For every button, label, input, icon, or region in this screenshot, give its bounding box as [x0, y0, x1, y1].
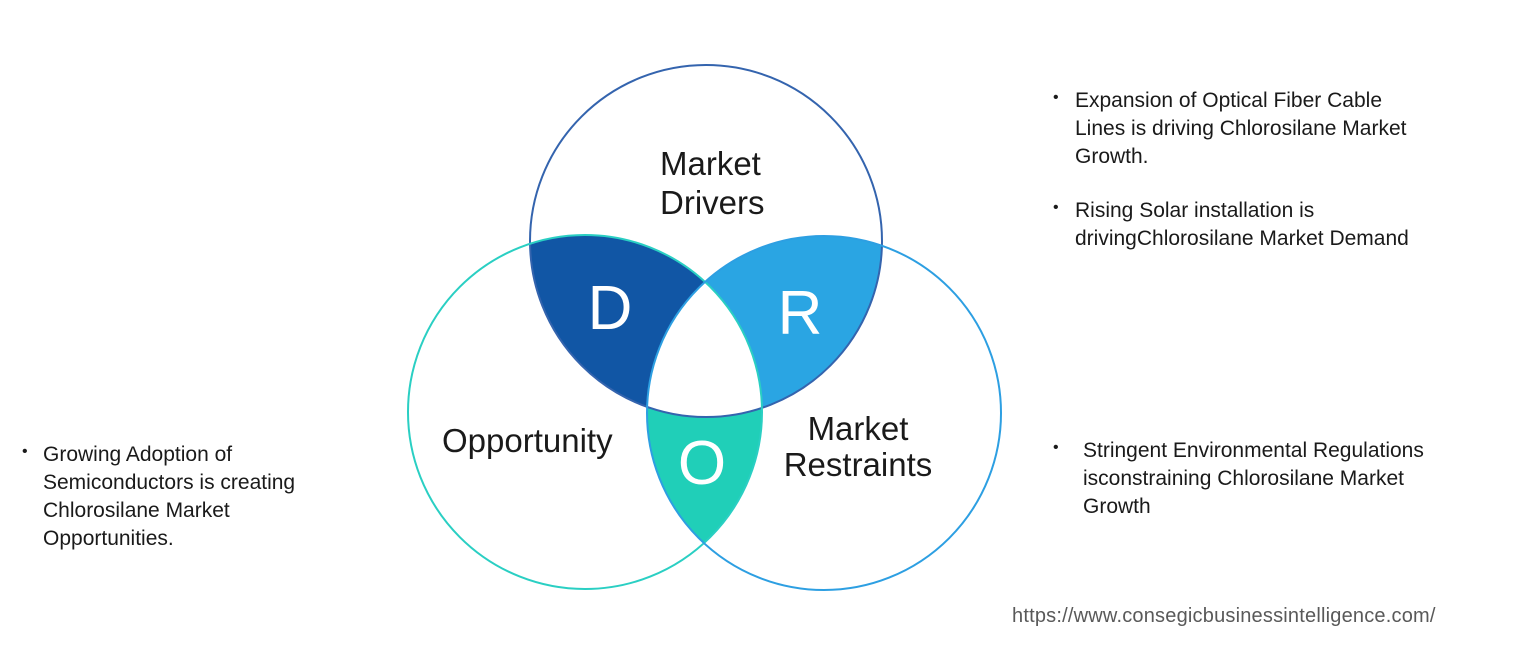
note-line: Chlorosilane Market [43, 499, 230, 522]
restraints-circle-outline [646, 235, 1002, 591]
drivers-label-line1: Market [660, 145, 761, 182]
note-line: Opportunities. [43, 527, 174, 550]
restraints-label-line1: Market [808, 410, 909, 447]
opportunity-label: Opportunity [442, 422, 613, 459]
bullet-icon: • [1053, 199, 1059, 216]
opportunity-lens-letter: O [678, 429, 726, 498]
drivers-circle-outline [529, 64, 883, 418]
note-line: isconstraining Chlorosilane Market [1083, 467, 1404, 490]
restraints-label-line2: Restraints [784, 446, 933, 483]
list-item: • Rising Solar installation is drivingCh… [1050, 197, 1480, 253]
list-item: • Expansion of Optical Fiber Cable Lines… [1050, 87, 1480, 171]
list-item: • Stringent Environmental Regulations is… [1050, 437, 1500, 521]
driver-notes: • Expansion of Optical Fiber Cable Lines… [1050, 87, 1480, 279]
restraint-notes: • Stringent Environmental Regulations is… [1050, 437, 1500, 547]
note-line: Growth [1083, 495, 1151, 518]
note-line: Lines is driving Chlorosilane Market [1075, 117, 1407, 140]
note-line: drivingChlorosilane Market Demand [1075, 227, 1409, 250]
venn-region-center-fill [647, 236, 762, 417]
bullet-icon: • [1053, 439, 1059, 456]
bullet-icon: • [1053, 89, 1059, 106]
note-line: Growth. [1075, 145, 1149, 168]
opportunity-circle-outline [407, 234, 763, 590]
drivers-lens-letter: D [588, 274, 633, 343]
note-line: Expansion of Optical Fiber Cable [1075, 89, 1382, 112]
bullet-icon: • [22, 443, 28, 460]
note-line: Rising Solar installation is [1075, 199, 1315, 222]
note-line: Growing Adoption of [43, 443, 233, 466]
list-item: • Growing Adoption of Semiconductors is … [22, 441, 372, 553]
note-line: Stringent Environmental Regulations [1083, 439, 1424, 462]
source-url: https://www.consegicbusinessintelligence… [1012, 605, 1436, 627]
opportunity-notes: • Growing Adoption of Semiconductors is … [22, 441, 372, 579]
restraints-lens-letter: R [778, 279, 823, 348]
note-line: Semiconductors is creating [43, 471, 296, 494]
drivers-label-line2: Drivers [660, 184, 765, 221]
